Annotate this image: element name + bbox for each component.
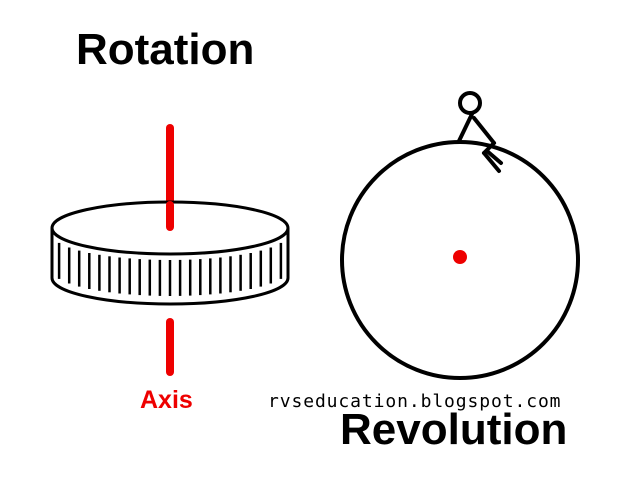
disk-ridges <box>57 242 283 296</box>
revolution-title: Revolution <box>340 405 568 454</box>
watermark-text: rvseducation.blogspot.com <box>268 391 562 412</box>
axis-label: Axis <box>140 386 193 414</box>
stick-figure-icon <box>457 91 503 173</box>
spinning-disk <box>50 200 290 306</box>
center-point <box>453 250 467 264</box>
rotation-title: Rotation <box>76 25 255 74</box>
